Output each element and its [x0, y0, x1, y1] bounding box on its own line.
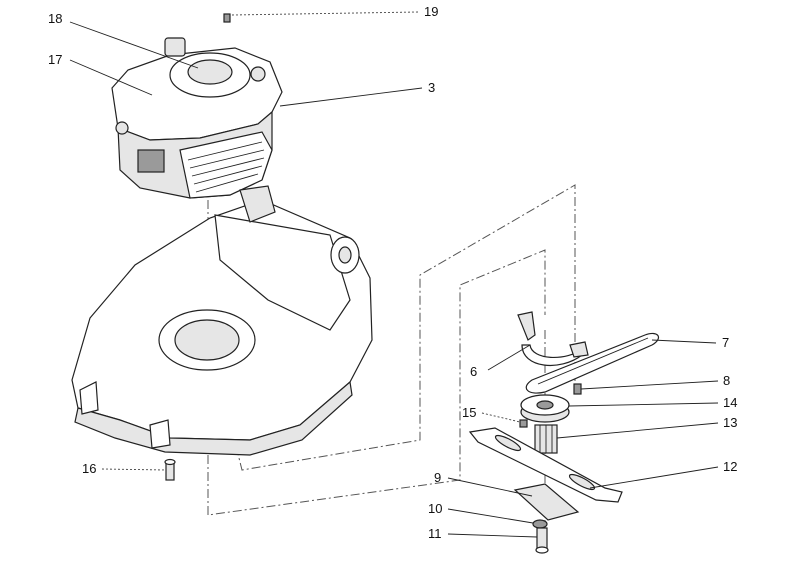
blade-bolt — [535, 527, 549, 554]
engine — [111, 37, 283, 199]
fuel-cap — [187, 59, 233, 85]
callout-13: 13 — [723, 415, 738, 430]
drive-belt — [525, 332, 660, 394]
mower-deck — [71, 185, 373, 456]
callout-19: 19 — [424, 4, 439, 19]
callout-11: 11 — [428, 526, 442, 541]
callout-8: 8 — [723, 373, 731, 388]
callout-15: 15 — [462, 405, 477, 420]
screw-8 — [573, 383, 582, 395]
cooling-fins — [187, 141, 265, 193]
callout-3: 3 — [428, 80, 436, 95]
callout-18: 18 — [48, 11, 63, 26]
fitting-19 — [223, 13, 231, 23]
deck-bolt — [164, 458, 176, 481]
callout-16: 16 — [82, 461, 97, 476]
blade-hub — [534, 424, 558, 454]
belt-guide-bracket — [517, 311, 589, 367]
dipstick-cap — [164, 37, 186, 57]
engine-label-plate — [137, 149, 165, 173]
callout-14: 14 — [723, 395, 738, 410]
callout-9: 9 — [434, 470, 442, 485]
callout-17: 17 — [48, 52, 63, 67]
blade-plate — [513, 483, 580, 521]
callout-12: 12 — [723, 459, 738, 474]
pulley — [520, 394, 570, 423]
bolt-15 — [519, 419, 528, 428]
callout-7: 7 — [722, 335, 730, 350]
callout-10: 10 — [428, 501, 443, 516]
callout-6: 6 — [470, 364, 478, 379]
leader-lines — [69, 11, 719, 538]
washer — [532, 519, 548, 529]
cutting-blade — [468, 427, 623, 503]
